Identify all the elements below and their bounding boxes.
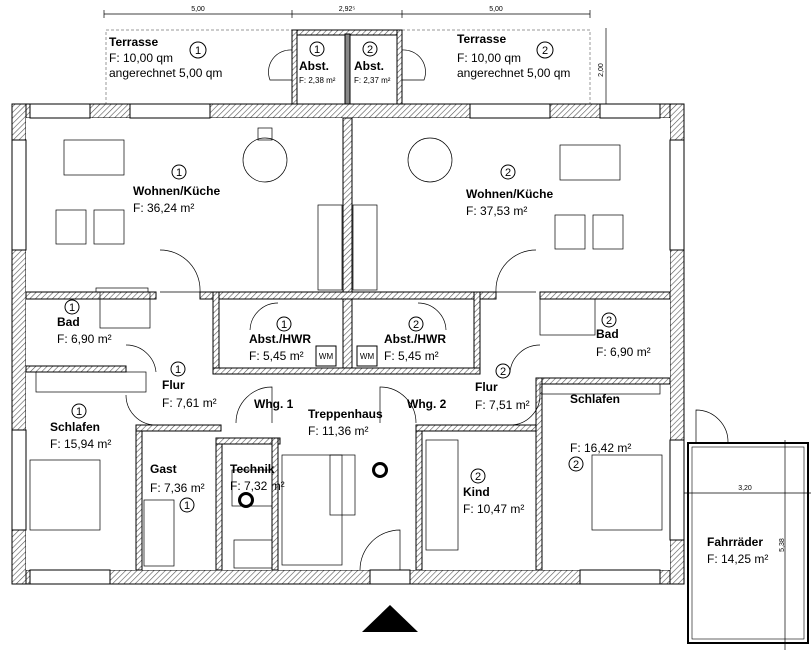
unit-number: 2: [413, 319, 419, 331]
washing-machine-2: [356, 345, 378, 367]
room-name: Bad: [596, 327, 619, 341]
unit-number: 1: [184, 500, 190, 512]
room-name: Gast: [150, 462, 177, 476]
unit-number: 2: [573, 459, 579, 471]
room-area: F: 11,36 m²: [308, 424, 368, 438]
room-name: Bad: [57, 315, 80, 329]
doors: [125, 249, 541, 571]
unit-number: 2: [606, 315, 612, 327]
washing-machine-1: [315, 345, 337, 367]
unit-number: 1: [76, 406, 82, 418]
room-area: F: 36,24 m²: [133, 201, 194, 215]
room-area: F: 7,36 m²: [150, 481, 205, 495]
room-name: Flur: [475, 380, 498, 394]
unit-number: 1: [176, 167, 182, 179]
room-area: F: 2,38 m²: [299, 76, 336, 85]
bike-room: [687, 442, 809, 644]
room-labels: Terrasse F: 10,00 qm angerechnet 5,00 qm…: [50, 32, 768, 566]
room-name: Abst./HWR: [249, 332, 311, 346]
room-note: angerechnet 5,00 qm: [109, 66, 222, 80]
room-area: F: 7,32 m²: [230, 479, 285, 493]
entrance-label-1: Whg. 1: [254, 397, 294, 411]
unit-number: 1: [314, 44, 320, 56]
room-area: F: 14,25 m²: [707, 552, 768, 566]
unit-number: 2: [542, 45, 548, 57]
room-name: Wohnen/Küche: [133, 184, 220, 198]
dimension-lines: 5,00 2,92⁵ 5,00 2,00: [103, 6, 607, 108]
room-name: Schlafen: [570, 392, 620, 406]
room-name: Abst./HWR: [384, 332, 446, 346]
room-name: Kind: [463, 485, 490, 499]
room-area: F: 6,90 m²: [57, 332, 112, 346]
room-area: F: 7,51 m²: [475, 398, 530, 412]
room-area: F: 6,90 m²: [596, 345, 651, 359]
entrance-label-2: Whg. 2: [407, 397, 447, 411]
unit-number: 2: [505, 167, 511, 179]
unit-number: 1: [69, 302, 75, 314]
washing-machine-label: WM: [360, 352, 375, 361]
room-area: F: 10,00 qm: [109, 51, 173, 65]
dimension-label: 2,92⁵: [339, 6, 356, 13]
room-area: F: 5,45 m²: [384, 349, 439, 363]
room-name: Abst.: [354, 59, 384, 73]
room-name: Terrasse: [457, 32, 506, 46]
interior-walls: [25, 117, 671, 571]
room-note: angerechnet 5,00 qm: [457, 66, 570, 80]
dimension-label: 5,00: [489, 6, 503, 13]
unit-number: 1: [175, 364, 181, 376]
room-name: Schlafen: [50, 420, 100, 434]
unit-number: 2: [367, 44, 373, 56]
room-name: Wohnen/Küche: [466, 187, 553, 201]
room-area: F: 2,37 m²: [354, 76, 391, 85]
room-area: F: 5,45 m²: [249, 349, 304, 363]
dimension-label: 5,38: [779, 538, 786, 552]
room-name: Fahrräder: [707, 535, 763, 549]
room-area: F: 7,61 m²: [162, 396, 217, 410]
washing-machine-label: WM: [319, 352, 334, 361]
room-name: Treppenhaus: [308, 407, 383, 421]
unit-number: 1: [195, 45, 201, 57]
room-area: F: 10,47 m²: [463, 502, 524, 516]
room-area: F: 10,00 qm: [457, 51, 521, 65]
room-name: Technik: [230, 462, 275, 476]
room-name: Flur: [162, 378, 185, 392]
room-area: F: 37,53 m²: [466, 204, 527, 218]
room-name: Terrasse: [109, 35, 158, 49]
room-area: F: 15,94 m²: [50, 437, 111, 451]
north-arrow-icon: [362, 605, 418, 632]
dimension-label: 2,00: [598, 63, 605, 77]
unit-number: 2: [500, 366, 506, 378]
unit-number: 1: [281, 319, 287, 331]
dimension-label: 5,00: [191, 6, 205, 13]
room-area: F: 16,42 m²: [570, 441, 631, 455]
room-name: Abst.: [299, 59, 329, 73]
unit-number: 2: [475, 471, 481, 483]
dimension-label: 3,20: [738, 485, 752, 492]
